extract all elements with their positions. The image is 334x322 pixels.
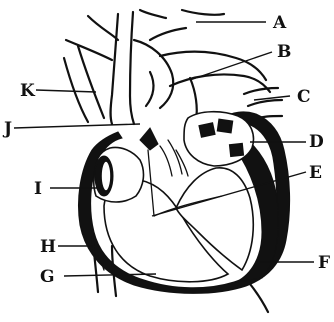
label-J: J xyxy=(2,119,12,139)
pulmonary-valve xyxy=(140,128,158,150)
label-C: C xyxy=(297,87,311,107)
pulmonary-artery-lower xyxy=(170,74,270,92)
arch-top xyxy=(182,10,224,15)
apex-edge xyxy=(250,284,268,312)
pulmonary-vein-opening-1 xyxy=(199,123,215,138)
label-I: I xyxy=(34,179,42,199)
pulmonary-branch-2 xyxy=(248,100,282,106)
label-F: F xyxy=(318,253,330,273)
label-B: B xyxy=(277,42,291,62)
arch-branch-4 xyxy=(150,28,186,40)
pulmonary-vein-opening-3 xyxy=(229,143,243,156)
great-vessels xyxy=(64,10,282,124)
tricuspid-chord-1 xyxy=(160,146,172,176)
label-E: E xyxy=(309,163,322,183)
leader-G xyxy=(64,274,156,276)
aorta-inner xyxy=(146,72,153,106)
leader-K xyxy=(36,90,96,92)
pulmonary-branch-1 xyxy=(244,88,278,94)
arch-branch-2 xyxy=(66,40,112,60)
arch-branch-3 xyxy=(140,10,166,18)
pulmonary-vein-opening-2 xyxy=(217,119,233,133)
label-G: G xyxy=(40,267,55,287)
arch-branch-1 xyxy=(88,16,118,40)
label-A: A xyxy=(272,13,287,33)
label-H: H xyxy=(40,237,56,257)
right-atrium-valve xyxy=(101,161,111,191)
leader-J xyxy=(14,124,140,128)
aorta-outer xyxy=(134,40,173,108)
superior-vena-cava-left-edge xyxy=(111,14,119,124)
superior-vena-cava-right-edge xyxy=(130,12,134,124)
label-D: D xyxy=(309,132,324,152)
label-K: K xyxy=(20,81,36,101)
